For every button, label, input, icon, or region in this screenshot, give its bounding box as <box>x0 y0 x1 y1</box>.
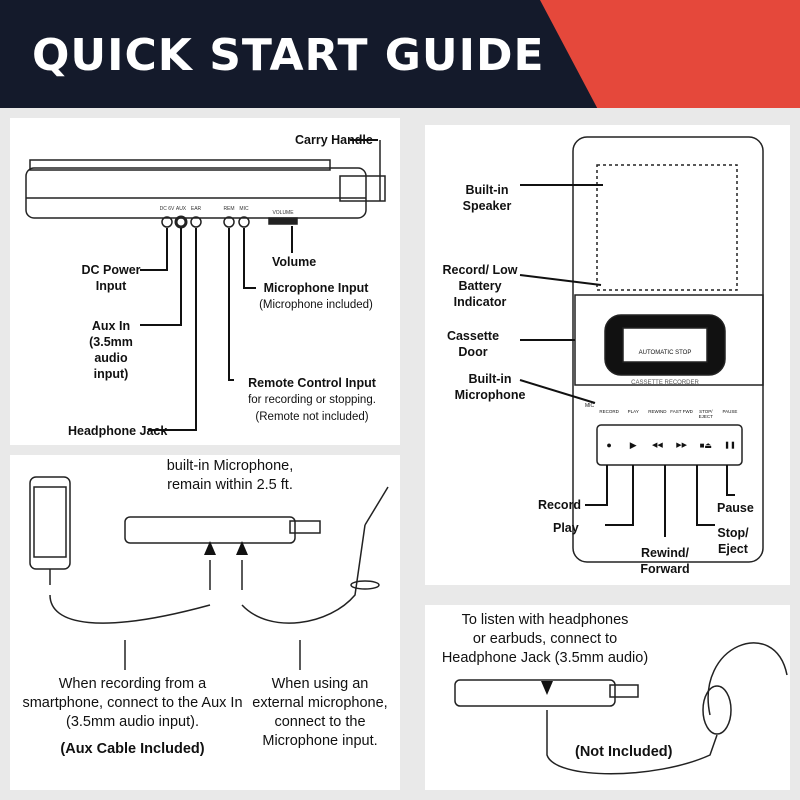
rewind-forward-label: Rewind/ Forward <box>640 546 690 576</box>
play-label: Play <box>553 521 579 535</box>
record-label: Record <box>538 498 582 512</box>
auto-stop-text: AUTOMATIC STOP <box>638 350 692 356</box>
device-front-view <box>519 136 764 563</box>
play-button[interactable]: ▶ <box>629 439 637 450</box>
button-label: REWIND <box>648 409 667 414</box>
control-buttons: ● ▶ ◀◀ ▶▶ ■⏏ ❚❚ <box>597 425 742 465</box>
ports-panel: DC 6V AUX EAR REM MIC VOLUME Carry Handl… <box>10 118 400 445</box>
button-label: RECORD <box>599 409 619 414</box>
port-label-aux: AUX <box>175 206 187 212</box>
aux-cable-note: (Aux Cable Included) <box>60 741 205 757</box>
button-labels: RECORD PLAY REWIND FAST FWD STOP/ EJECT … <box>597 409 742 419</box>
device-side-view <box>25 139 386 431</box>
aux-in-label: Aux In (3.5mm audio input) <box>89 319 133 381</box>
page-title: QUICK START GUIDE <box>32 30 545 81</box>
stop-eject-label: Stop/ Eject <box>717 526 749 556</box>
record-indicator-label: Record/ Low Battery Indicator <box>442 263 518 309</box>
mic-input-label: Microphone Input(Microphone included) <box>259 281 373 311</box>
dc-power-label: DC Power Input <box>81 263 141 293</box>
button-label: STOP/ EJECT <box>698 409 713 419</box>
mic-text: MIC <box>585 403 595 409</box>
mic-instructions: When using an external microphone, conne… <box>252 676 388 749</box>
button-label: PAUSE <box>722 409 738 414</box>
rewind-button[interactable]: ◀◀ <box>652 442 663 449</box>
port-label-mic: MIC <box>239 206 249 212</box>
stop-eject-button[interactable]: ■⏏ <box>699 440 712 450</box>
port-label-volume: VOLUME <box>272 210 294 216</box>
smartphone-instructions: When recording from a smartphone, connec… <box>22 676 243 730</box>
fast-forward-button[interactable]: ▶▶ <box>676 442 687 449</box>
record-button[interactable]: ● <box>606 440 612 450</box>
header: QUICK START GUIDE <box>0 0 800 108</box>
port-label-dc: DC 6V <box>159 206 175 212</box>
pause-button[interactable]: ❚❚ <box>724 442 736 449</box>
volume-label: Volume <box>272 255 317 269</box>
speaker-label: Built-in Speaker <box>462 183 512 213</box>
connections-panel: built-in Microphone,remain within 2.5 ft… <box>10 455 400 790</box>
connection-diagram <box>29 476 389 670</box>
button-label: FAST FWD <box>670 409 693 414</box>
cassette-door-label: Cassette Door <box>446 329 500 359</box>
button-label: PLAY <box>627 409 639 414</box>
headphones-diagram <box>454 642 788 775</box>
red-accent <box>540 0 800 108</box>
mic-distance-text: built-in Microphone,remain within 2.5 ft… <box>166 458 294 493</box>
port-label-rem: REM <box>223 206 235 212</box>
carry-handle-label: Carry Handle <box>295 133 373 147</box>
headphone-label: Headphone Jack <box>68 424 168 438</box>
not-included-note: (Not Included) <box>575 744 673 760</box>
brand-text: CASSETTE RECORDER <box>631 380 699 386</box>
builtin-mic-label: Built-in Microphone <box>454 372 526 402</box>
port-label-ear: EAR <box>190 206 202 212</box>
pause-label: Pause <box>717 501 754 515</box>
front-controls-panel: AUTOMATIC STOP CASSETTE RECORDER MIC REC… <box>425 125 790 585</box>
